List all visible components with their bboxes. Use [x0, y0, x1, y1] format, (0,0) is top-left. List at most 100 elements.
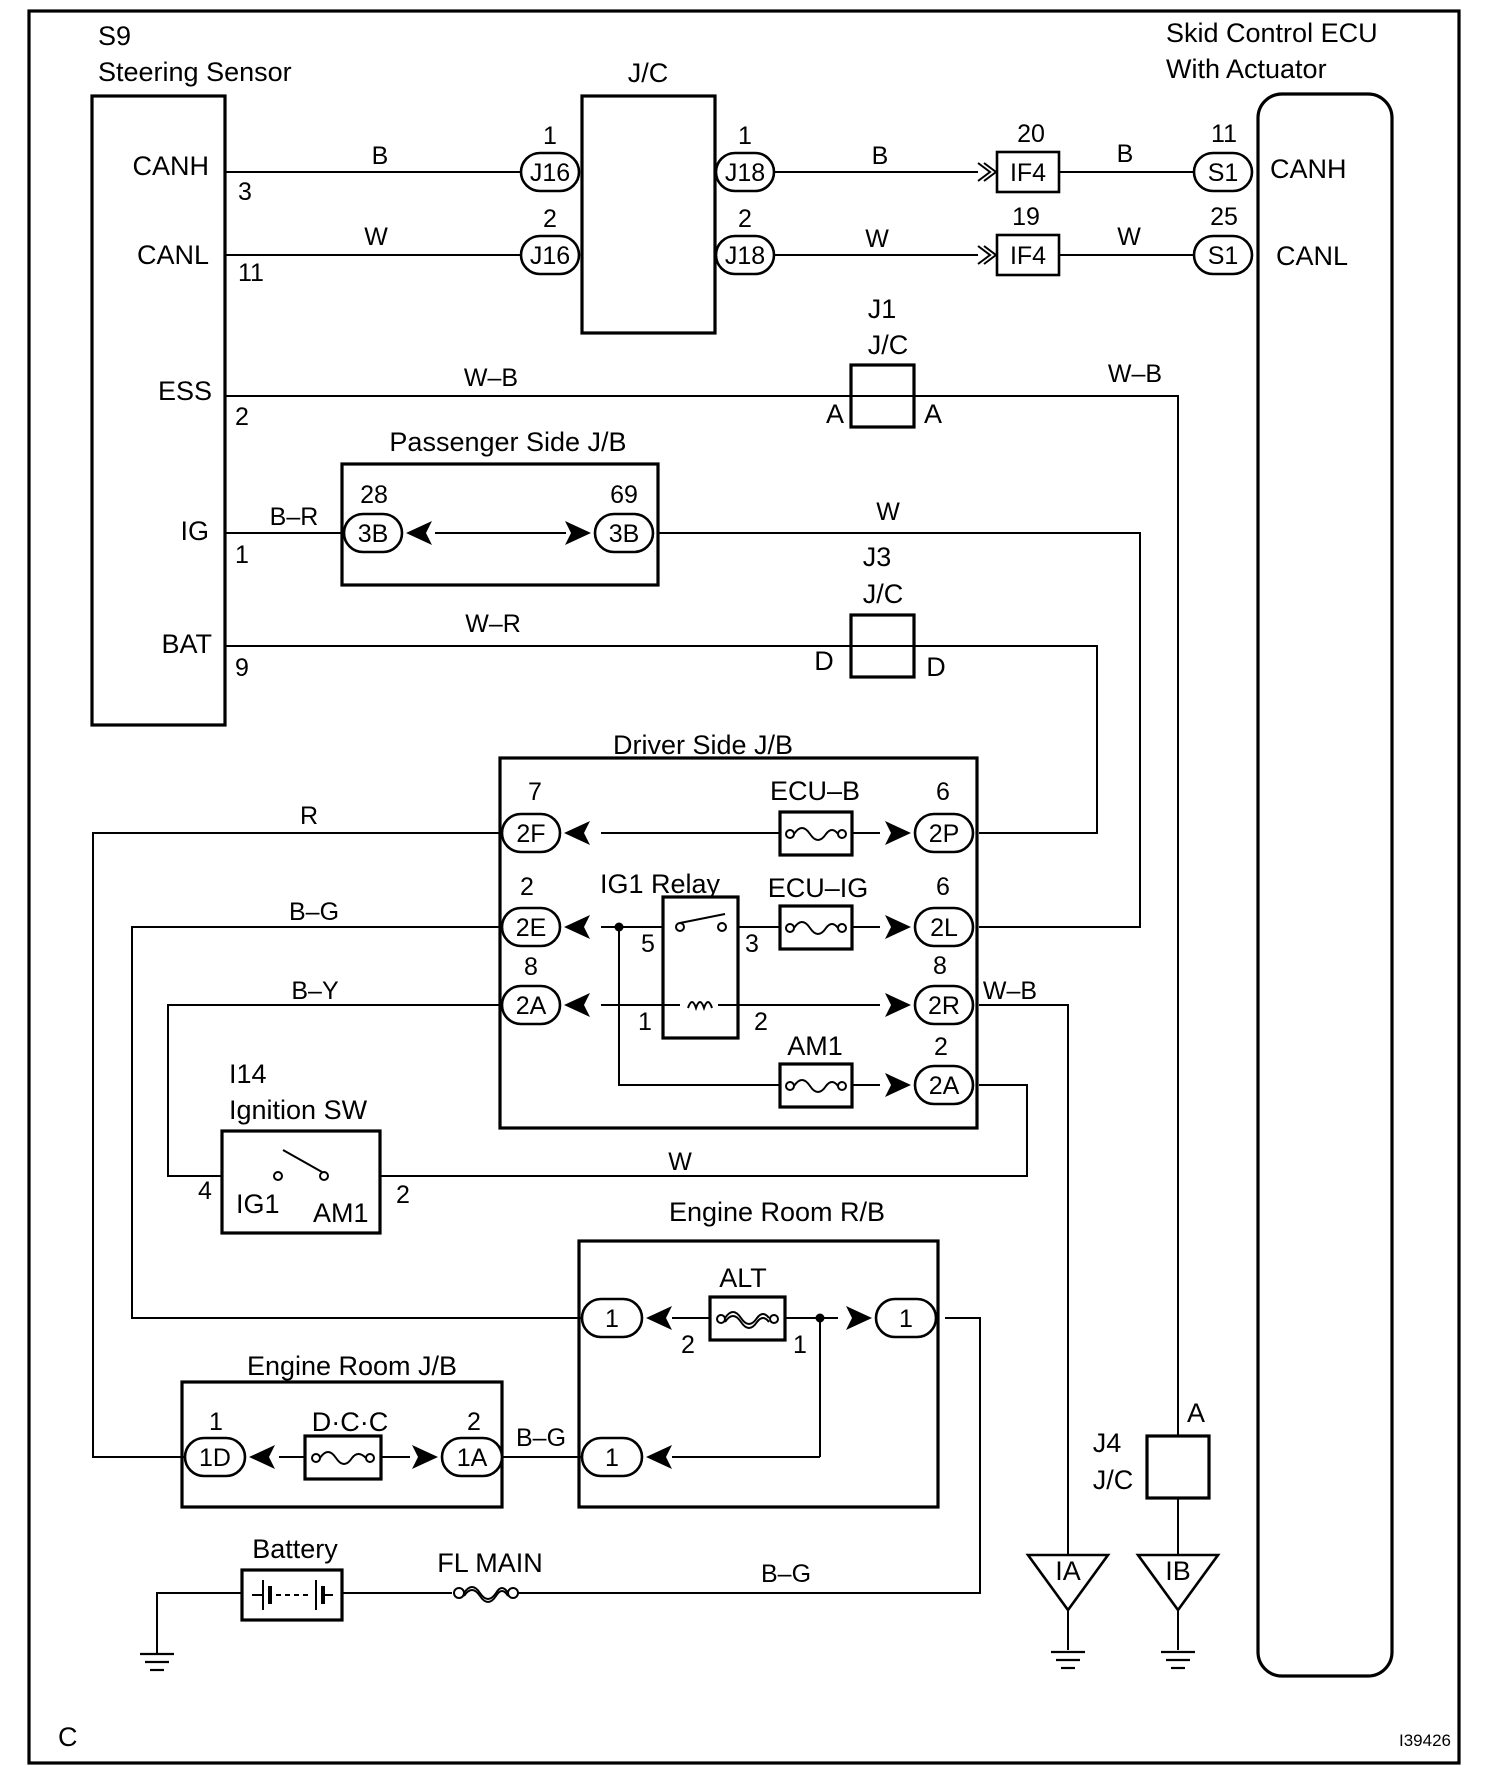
sensor-name: Steering Sensor: [98, 57, 292, 87]
ground-ia-label: IA: [1055, 1556, 1081, 1586]
fuse-dcc: [303, 1434, 383, 1481]
connector-p2a-r: 2A: [885, 1064, 975, 1106]
relay-pin-1: 1: [638, 1008, 652, 1036]
connector-arrow-icon: [565, 521, 591, 545]
battery-box: [240, 1568, 344, 1622]
connector-arrow-icon: [249, 1445, 275, 1469]
pin-num-2e: 2: [520, 873, 534, 901]
ignition-pin-4: 4: [198, 1177, 212, 1205]
double-chevron-icon: [977, 162, 992, 182]
connector-arrow-icon: [885, 821, 911, 845]
connector-label: 2F: [516, 820, 545, 848]
connector-label: 1: [899, 1305, 913, 1333]
wire-color-jb-bg: B–G: [516, 1424, 566, 1452]
ecu-name-line1: Skid Control ECU: [1166, 18, 1378, 48]
ignition-code: I14: [229, 1059, 267, 1089]
junction-j3: J3 J/C D D: [814, 542, 946, 682]
connector-if4-2: IF4: [977, 233, 1061, 277]
relay-pin-3: 3: [745, 930, 759, 958]
sensor-pin-canh: CANH: [132, 151, 209, 181]
fuse-icon: [319, 1451, 367, 1465]
connector-arrow-icon: [885, 1073, 911, 1097]
connector-label: J16: [530, 242, 570, 270]
connector-s1-1: S1: [1192, 151, 1254, 193]
pin-num-3b-69: 69: [610, 481, 638, 509]
wire-color-ig-out: W: [876, 498, 900, 526]
connector-label: S1: [1208, 159, 1239, 187]
battery: Battery: [240, 1534, 344, 1622]
fuse-icon: [793, 1079, 839, 1093]
relay-pin-2: 2: [754, 1008, 768, 1036]
pin-num-if4-20: 20: [1017, 120, 1045, 148]
wire-color-canl-1: W: [364, 223, 388, 251]
sensor-pin-ess: ESS: [158, 376, 212, 406]
relay-switch-arm-icon: [679, 913, 726, 924]
jc-main-box: [580, 94, 717, 335]
connector-arrow-icon: [846, 1306, 872, 1330]
sensor-pin-ig: IG: [180, 516, 209, 546]
fuse-ecu-b: [778, 810, 854, 857]
pin-num-j18-2: 2: [738, 205, 752, 233]
engine-rb-label: Engine Room R/B: [669, 1197, 885, 1227]
engine-room-jb: Engine Room J/B D·C·C: [180, 1351, 504, 1509]
pin-num-2a-left: 8: [524, 953, 538, 981]
connector-label: 2P: [929, 820, 960, 848]
junction-j1: J1 J/C A A: [826, 294, 942, 429]
double-chevron-icon: [977, 245, 992, 265]
pin-num-if4-19: 19: [1012, 203, 1040, 231]
j1-term-left: A: [826, 399, 844, 429]
pin-num-s1-25: 25: [1210, 203, 1238, 231]
connector-arrow-icon: [564, 993, 590, 1017]
connector-label: 1A: [457, 1444, 488, 1472]
ecu-name-line2: With Actuator: [1166, 54, 1327, 84]
wire-color-ig: B–R: [270, 503, 319, 531]
j4-box: [1145, 1434, 1211, 1500]
connector-p1a: 1A: [412, 1436, 504, 1478]
ignition-term-ig1: IG1: [236, 1189, 280, 1219]
battery-icon: [252, 1580, 333, 1610]
sensor-pin-num-1: 1: [235, 541, 249, 569]
pin-num-2l: 6: [936, 873, 950, 901]
ignition-term-am1: AM1: [313, 1198, 369, 1228]
sensor-pin-canl: CANL: [137, 240, 209, 270]
pin-num-1a: 2: [467, 1408, 481, 1436]
connector-arrow-icon: [564, 821, 590, 845]
connector-label: 2E: [516, 914, 547, 942]
junction-j4: J4 J/C A: [1093, 1398, 1211, 1500]
alt-pin-1: 1: [793, 1331, 807, 1359]
connector-label: J18: [725, 242, 765, 270]
wire-color-ign-w: W: [668, 1148, 692, 1176]
connector-p3b-r: 3B: [565, 512, 655, 554]
steering-sensor-box: [90, 94, 227, 727]
dcc-fuse-label: D·C·C: [312, 1407, 388, 1437]
connector-label: 2A: [516, 992, 547, 1020]
j3-code: J3: [863, 542, 892, 572]
connector-label: 3B: [609, 520, 640, 548]
pin-numbers: 1 2 1 2 20 19 11 25 28 69 7 6 2 6 8 8 2 …: [209, 120, 1238, 1436]
wires: [92, 171, 1195, 1653]
relay-coil-icon: [687, 1001, 713, 1012]
connector-j18-1: J18: [714, 151, 776, 193]
pin-num-3b-28: 28: [360, 481, 388, 509]
jc-main-label: J/C: [628, 58, 669, 88]
passenger-jb-label: Passenger Side J/B: [389, 427, 626, 457]
connector-j16-1: J16: [519, 151, 581, 193]
connector-label: 2L: [930, 914, 958, 942]
wire-color-canl-2: W: [865, 225, 889, 253]
fusible-link-icon: [463, 1586, 509, 1600]
ecu-box: [1256, 92, 1394, 1678]
driver-jb-label: Driver Side J/B: [613, 730, 793, 760]
connector-p2f: 2F: [500, 812, 590, 854]
pin-num-2r: 8: [933, 952, 947, 980]
j4-name: J/C: [1093, 1465, 1134, 1495]
wire-color-ess-right: W–B: [1108, 360, 1162, 388]
fuse-ecu-b-label: ECU–B: [770, 776, 860, 806]
ig1-relay-box: [661, 895, 740, 1040]
junction-connector-main: J/C: [580, 58, 717, 335]
connector-arrow-icon: [412, 1445, 438, 1469]
ignition-switch: I14 Ignition SW IG1 AM1 4 2: [198, 1059, 410, 1235]
j3-box: [849, 613, 916, 679]
connector-p1d: 1D: [183, 1436, 275, 1478]
relay-contact-icon: [675, 922, 685, 932]
